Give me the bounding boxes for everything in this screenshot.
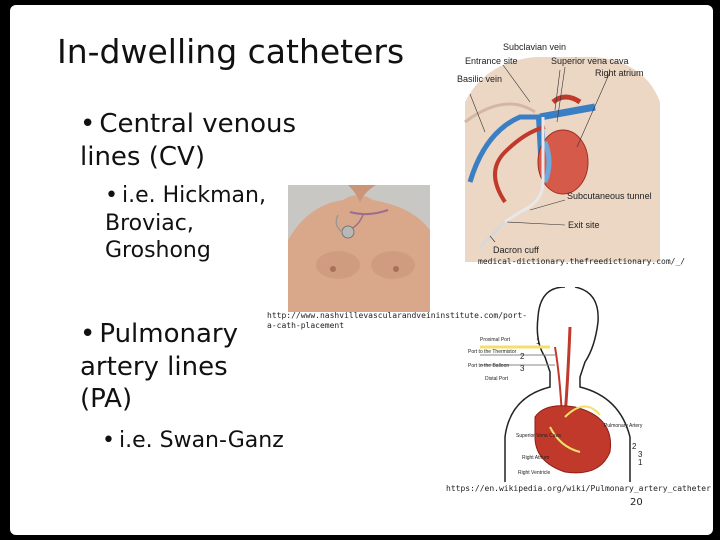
central-venous-diagram: Subclavian vein Entrance site Superior v… [457,42,660,262]
marker-3: 3 [520,364,525,373]
bullet-central-venous: •Central venous lines (CV) [80,108,310,173]
caption-medical-dictionary: medical-dictionary.thefreedictionary.com… [478,257,686,266]
label-superior-vena-cava: Superior vena cava [551,56,629,66]
label-port-balloon: Port to the Balloon [468,363,509,369]
marker-2: 2 [520,352,525,361]
bullet-dot: • [80,109,96,139]
caption-wikipedia: https://en.wikipedia.org/wiki/Pulmonary_… [446,484,711,493]
bullet-cv-examples-text: i.e. Hickman, Broviac, Groshong [105,183,266,263]
marker-2b: 2 [632,442,637,451]
label-subcutaneous-tunnel: Subcutaneous tunnel [567,191,652,201]
pulmonary-artery-catheter-diagram: Proximal Port Port to the Thermistor Por… [468,287,643,482]
label-distal-port: Distal Port [485,376,509,382]
label-exit-site: Exit site [568,220,600,230]
bullet-pulmonary-artery: •Pulmonary artery lines (PA) [80,318,270,416]
marker-3b: 3 [638,450,643,459]
bullet-pulmonary-artery-text: Pulmonary artery lines (PA) [80,319,238,414]
bullet-cv-examples: •i.e. Hickman, Broviac, Groshong [105,182,290,265]
label-pulmonary-artery: Pulmonary Artery [604,423,643,429]
label-right-ventricle: Right Ventricle [518,470,550,476]
bullet-central-venous-text: Central venous lines (CV) [80,109,297,172]
label-superior-vena-cava-pa: Superior Vena Cava [516,433,561,439]
bullet-dot: • [102,428,115,453]
slide-title: In-dwelling catheters [57,32,405,71]
label-right-atrium: Right atrium [595,68,644,78]
label-proximal-port: Proximal Port [480,337,511,343]
bullet-dot: • [105,183,118,208]
bullet-pa-examples: •i.e. Swan-Ganz [102,427,302,455]
label-right-atrium-pa: Right Atrium [522,455,549,461]
slide: In-dwelling catheters •Central venous li… [10,5,713,535]
label-dacron-cuff: Dacron cuff [493,245,539,255]
bullet-pa-examples-text: i.e. Swan-Ganz [118,428,284,453]
slide-number: 20 [630,497,643,508]
label-entrance-site: Entrance site [465,56,518,66]
marker-1b: 1 [638,458,643,467]
label-basilic-vein: Basilic vein [457,74,502,84]
caption-nashville: http://www.nashvillevascularandveininsti… [267,311,528,331]
label-basilic-vein-text: Basilic vein [457,74,502,84]
label-port-thermistor: Port to the Thermistor [468,349,517,355]
patient-chest-photo [288,185,430,312]
label-subclavian-vein: Subclavian vein [503,42,566,52]
marker-1: 1 [536,337,541,346]
bullet-dot: • [80,319,96,349]
